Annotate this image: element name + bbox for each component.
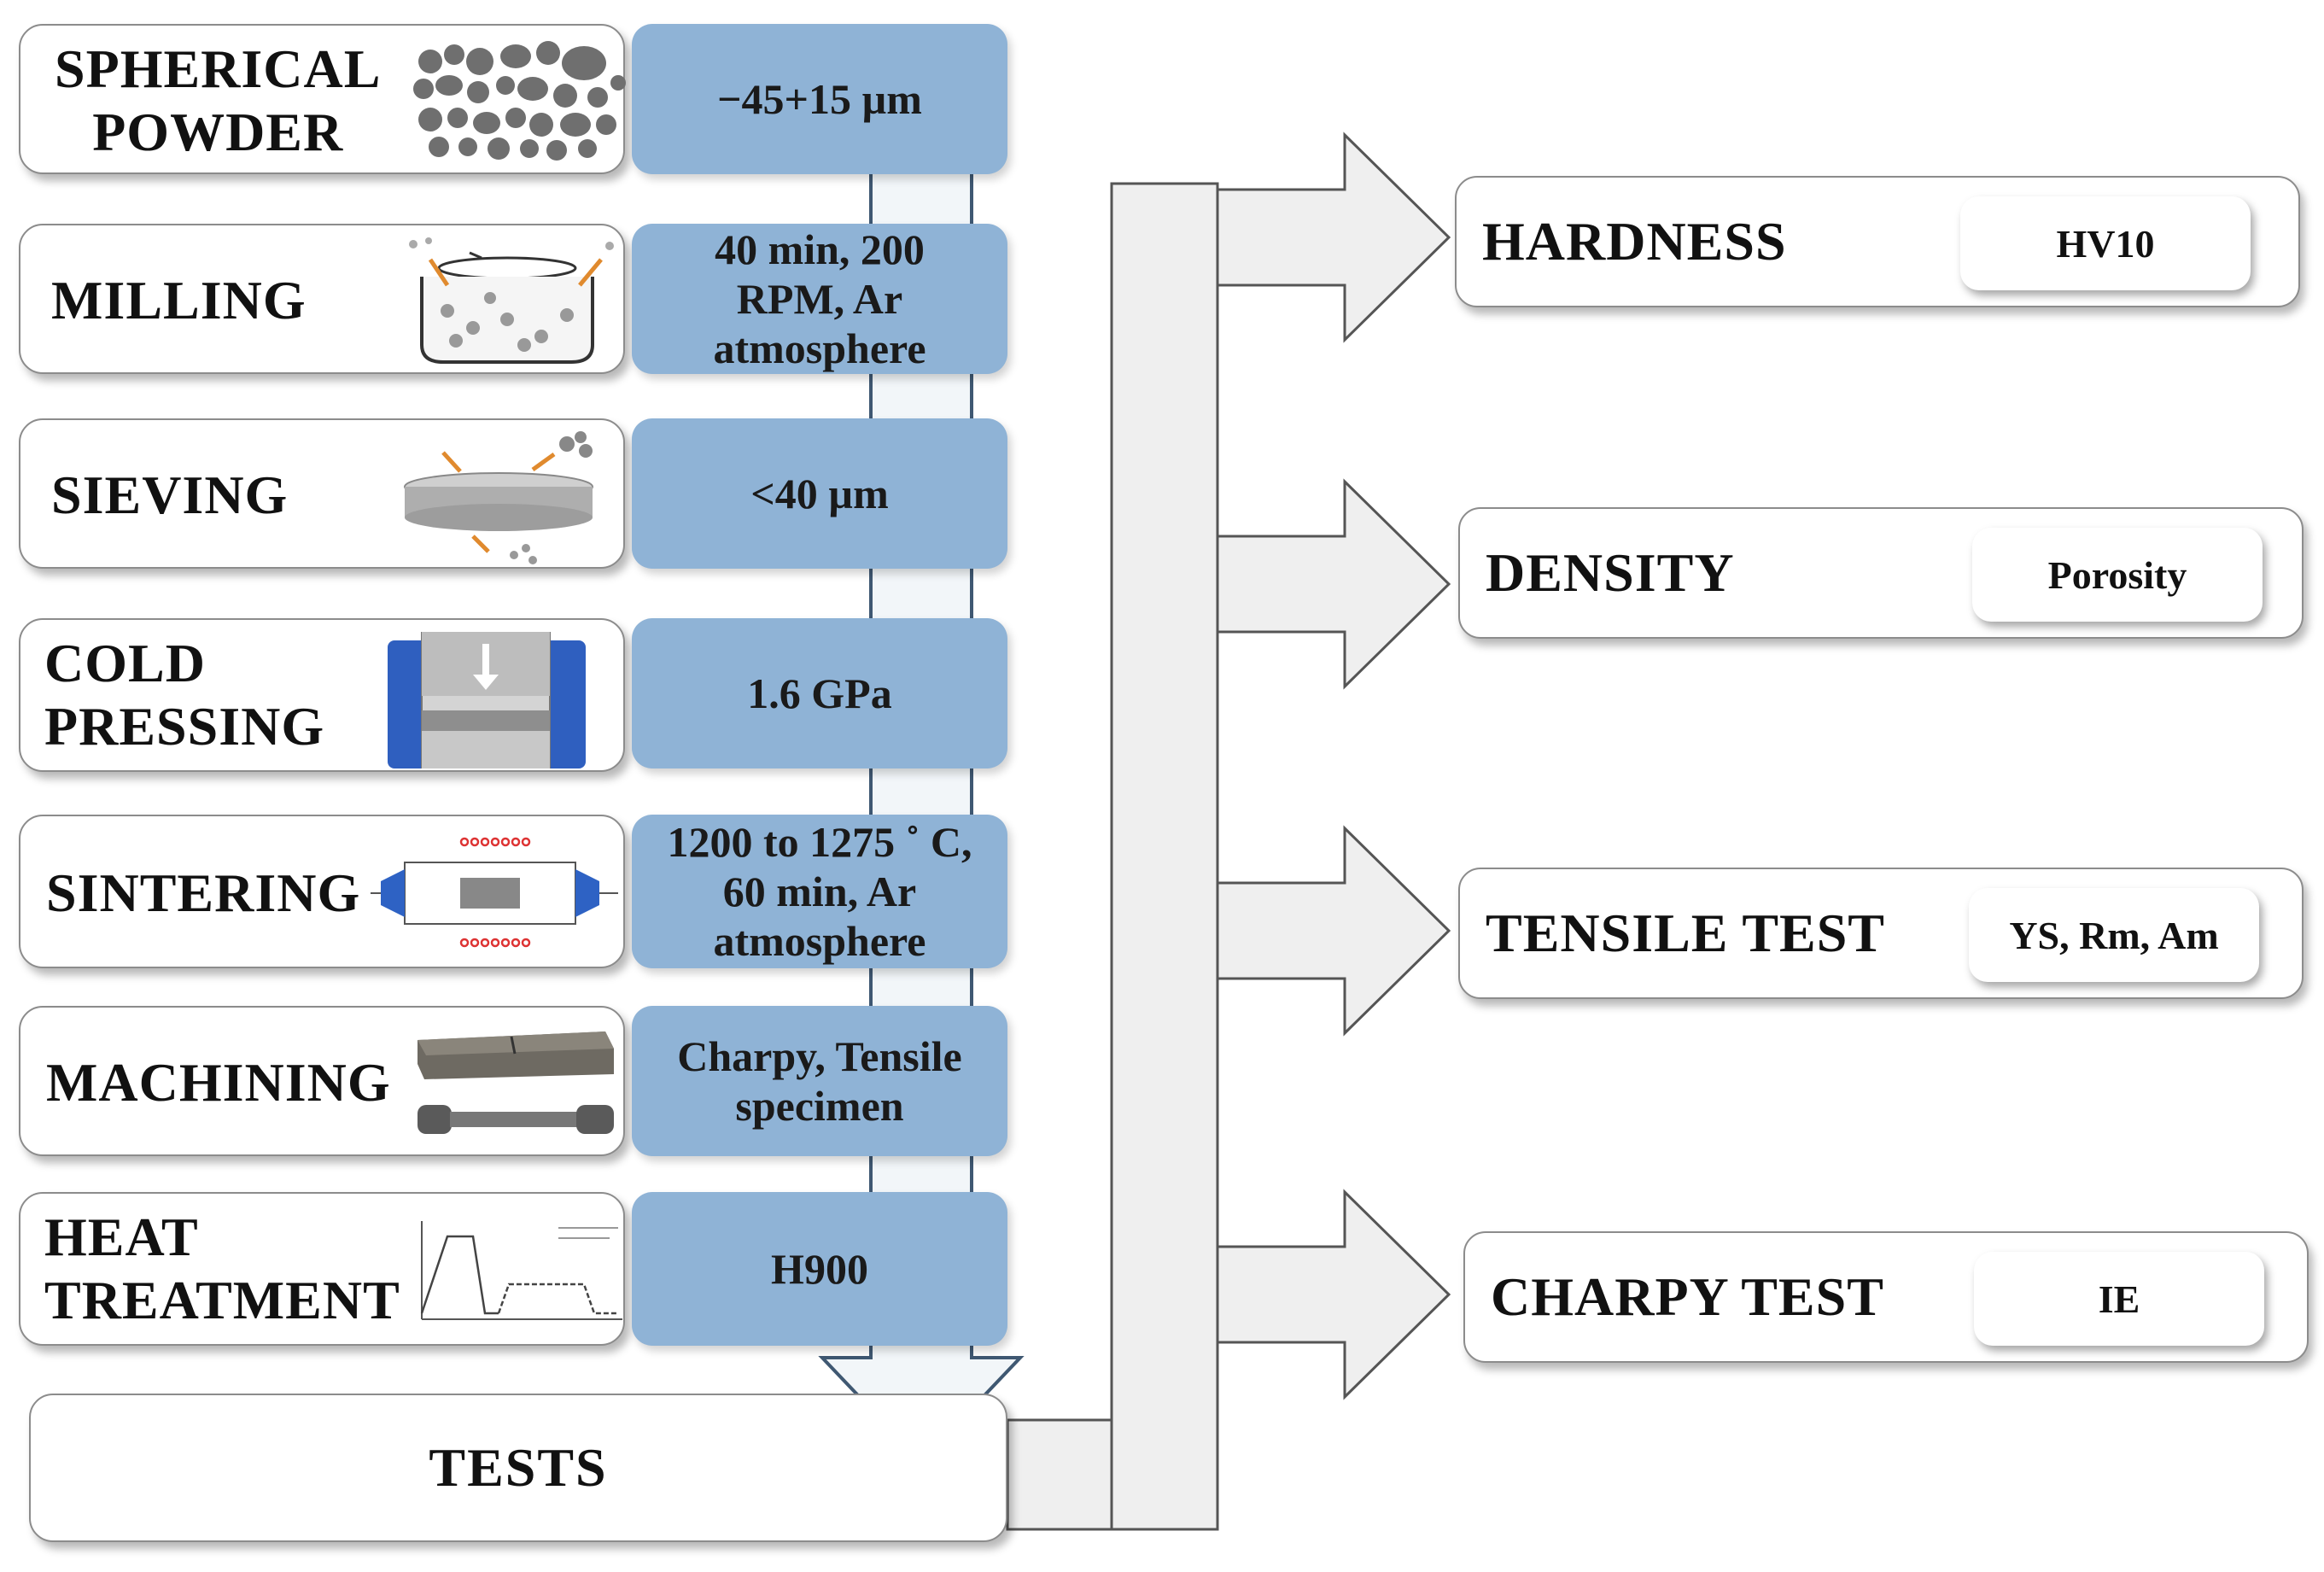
result-label: HARDNESS: [1482, 211, 1787, 272]
powder-icon: [413, 41, 626, 161]
result-label: CHARPY TEST: [1491, 1266, 1884, 1327]
step-label: MILLING: [51, 270, 307, 330]
arrow-tensile: [1216, 825, 1451, 1037]
step-heat-treatment: HEAT TREATMENT: [19, 1192, 625, 1346]
result-density: DENSITY Porosity: [1458, 507, 2304, 639]
param-powder-size: −45+15 µm: [632, 24, 1007, 174]
distribution-bar: [1110, 182, 1219, 1531]
param-heat-treatment: H900: [632, 1192, 1007, 1346]
result-tensile-test: TENSILE TEST YS, Rm, Am: [1458, 868, 2304, 999]
param-specimen: Charpy, Tensile specimen: [632, 1006, 1007, 1156]
step-cold-pressing: COLD PRESSING: [19, 618, 625, 772]
step-label: SPHERICAL POWDER: [55, 38, 382, 162]
param-sintering: 1200 to 1275 ˚ C, 60 min, Ar atmosphere: [632, 815, 1007, 968]
sieve-icon: [404, 431, 593, 564]
arrow-charpy: [1216, 1189, 1451, 1400]
furnace-icon: [371, 837, 618, 948]
arrow-hardness: [1216, 131, 1451, 343]
param-sieve-size: <40 µm: [632, 418, 1007, 569]
result-label: TENSILE TEST: [1486, 903, 1885, 963]
step-sieving: SIEVING: [19, 418, 625, 569]
arrow-density: [1216, 478, 1451, 690]
step-machining: MACHINING: [19, 1006, 625, 1156]
step-label: MACHINING: [46, 1052, 391, 1113]
result-hardness: HARDNESS HV10: [1455, 176, 2300, 307]
step-label: COLD PRESSING: [44, 633, 325, 757]
step-label: SINTERING: [46, 862, 361, 923]
step-spherical-powder: SPHERICAL POWDER: [19, 24, 626, 174]
result-value: HV10: [1960, 196, 2251, 290]
tests-box: TESTS: [29, 1394, 1007, 1542]
step-label: HEAT TREATMENT: [44, 1207, 400, 1330]
result-value: YS, Rm, Am: [1969, 888, 2259, 982]
specimen-icon: [418, 1031, 614, 1134]
press-icon: [388, 632, 586, 768]
param-milling: 40 min, 200 RPM, Ar atmosphere: [632, 224, 1007, 374]
step-milling: MILLING: [19, 224, 625, 374]
tests-connector: [1006, 1418, 1113, 1531]
result-label: DENSITY: [1486, 542, 1735, 603]
result-charpy-test: CHARPY TEST IE: [1463, 1231, 2309, 1363]
result-value: Porosity: [1972, 528, 2263, 622]
step-label: SIEVING: [51, 465, 289, 525]
step-sintering: SINTERING: [19, 815, 625, 968]
result-value: IE: [1974, 1252, 2264, 1346]
heat-cycle-icon: [420, 1221, 622, 1320]
milling-icon: [409, 237, 614, 364]
param-pressure: 1.6 GPa: [632, 618, 1007, 768]
